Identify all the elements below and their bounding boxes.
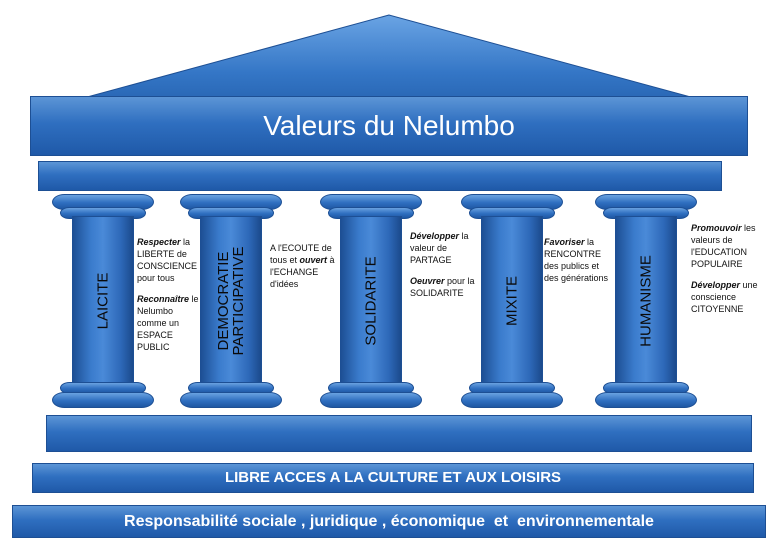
desc-verb: Reconnaître bbox=[137, 294, 190, 304]
pillar-base bbox=[320, 392, 422, 408]
pillar-shaft: DEMOCRATIE PARTICIPATIVE bbox=[200, 216, 262, 386]
pillar-shaft: HUMANISME bbox=[615, 216, 677, 386]
desc-text: la LIBERTE de CONSCIENCE pour tous bbox=[137, 237, 198, 283]
desc-text: une conscience CITOYENNE bbox=[691, 280, 758, 314]
desc-text: les valeurs de l'EDUCATION POPULAIRE bbox=[691, 223, 756, 269]
pillar-democratie: DEMOCRATIE PARTICIPATIVE bbox=[180, 194, 282, 412]
desc-text: le Nelumbo comme un ESPACE PUBLIC bbox=[137, 294, 199, 352]
pillar-base bbox=[180, 392, 282, 408]
pillar-label: MIXITE bbox=[503, 275, 521, 327]
description-laicite: Respecter la LIBERTE de CONSCIENCE pour … bbox=[137, 236, 203, 362]
architrave bbox=[38, 161, 722, 191]
pillar-laicite: LAICITE bbox=[52, 194, 154, 412]
desc-text: la RENCONTRE des publics et des générati… bbox=[544, 237, 609, 283]
pillar-label: LAICITE bbox=[94, 272, 112, 330]
desc-verb: Développer bbox=[410, 231, 460, 241]
pillar-label: SOLIDARITE bbox=[362, 256, 380, 346]
pillar-label: DEMOCRATIE PARTICIPATIVE bbox=[215, 246, 247, 356]
desc-verb: ouvert bbox=[299, 255, 328, 265]
pillar-base bbox=[461, 392, 563, 408]
pillar-base bbox=[595, 392, 697, 408]
description-solidarite: Développer la valeur de PARTAGE Oeuvrer … bbox=[410, 230, 476, 308]
pillar-shaft: LAICITE bbox=[72, 216, 134, 386]
pillar-base bbox=[52, 392, 154, 408]
title-banner: Valeurs du Nelumbo bbox=[30, 96, 748, 156]
description-mixite: Favoriser la RENCONTRE des publics et de… bbox=[544, 236, 614, 293]
page-title: Valeurs du Nelumbo bbox=[263, 110, 515, 141]
desc-text: pour la SOLIDARITE bbox=[410, 276, 475, 298]
pillar-label-line1: DEMOCRATIE bbox=[215, 251, 232, 351]
desc-verb: Oeuvrer bbox=[410, 276, 445, 286]
desc-verb: Développer bbox=[691, 280, 741, 290]
desc-verb: Favoriser bbox=[544, 237, 585, 247]
desc-verb: Promouvoir bbox=[691, 223, 742, 233]
desc-text: à l'ECHANGE d'idées bbox=[270, 255, 335, 289]
pillar-humanisme: HUMANISME bbox=[595, 194, 697, 412]
pillar-label: HUMANISME bbox=[637, 255, 655, 347]
description-humanisme: Promouvoir les valeurs de l'EDUCATION PO… bbox=[691, 222, 771, 324]
description-democratie: A l'ECOUTE de tous et ouvert à l'ECHANGE… bbox=[270, 242, 336, 299]
pillar-solidarite: SOLIDARITE bbox=[320, 194, 422, 412]
pillar-shaft: SOLIDARITE bbox=[340, 216, 402, 386]
band-responsabilite: Responsabilité sociale , juridique , éco… bbox=[12, 505, 766, 538]
desc-verb: Respecter bbox=[137, 237, 181, 247]
desc-text: A l'ECOUTE de tous et bbox=[270, 243, 332, 265]
platform bbox=[46, 415, 752, 452]
desc-text: la valeur de PARTAGE bbox=[410, 231, 469, 265]
band-libre-acces-text: LIBRE ACCES A LA CULTURE ET AUX LOISIRS bbox=[224, 469, 562, 486]
band-responsabilite-text: Responsabilité sociale , juridique , éco… bbox=[124, 513, 654, 530]
pillar-shaft: MIXITE bbox=[481, 216, 543, 386]
pillar-label-line2: PARTICIPATIVE bbox=[230, 246, 247, 356]
band-libre-acces: LIBRE ACCES A LA CULTURE ET AUX LOISIRS bbox=[32, 463, 754, 493]
pillar-mixite: MIXITE bbox=[461, 194, 563, 412]
